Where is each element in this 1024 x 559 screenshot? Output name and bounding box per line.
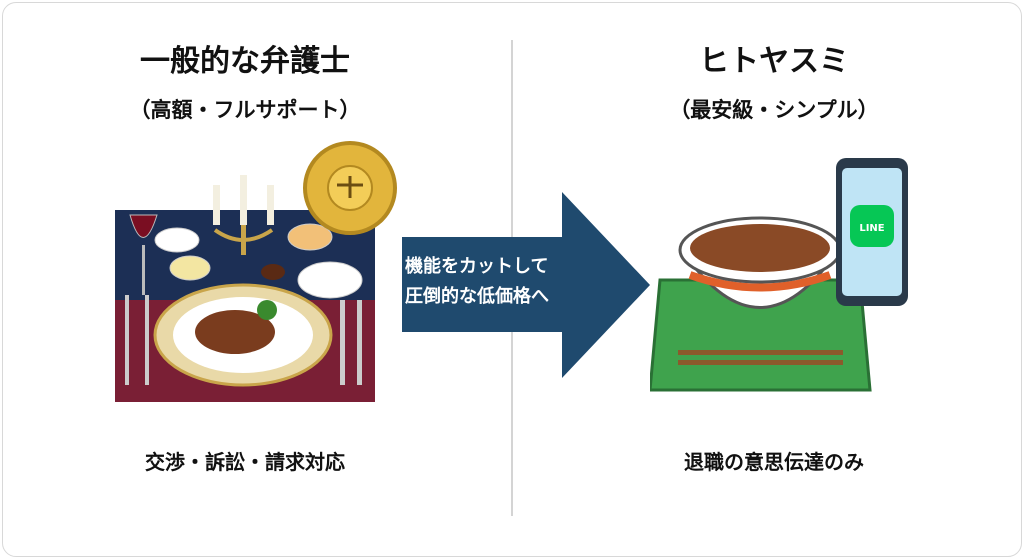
- smartphone-icon: LINE: [836, 158, 908, 306]
- arrow-line-2: 圧倒的な低価格へ: [405, 286, 549, 307]
- arrow-label: 機能をカットして 圧倒的な低価格へ: [405, 252, 615, 312]
- fancy-dinner-illustration: [115, 141, 397, 402]
- line-app-icon: LINE: [859, 223, 884, 234]
- right-title: ヒトヤスミ: [699, 44, 849, 79]
- arrow-line-1: 機能をカットして: [405, 256, 549, 277]
- gyudon-illustration: LINE: [650, 158, 908, 392]
- arrow-shape: [402, 192, 650, 378]
- right-subtitle: （最安級・シンプル）: [669, 98, 879, 122]
- left-title: 一般的な弁護士: [140, 44, 350, 79]
- left-caption: 交渉・訴訟・請求対応: [145, 450, 345, 474]
- left-subtitle: （高額・フルサポート）: [129, 98, 361, 122]
- right-caption: 退職の意思伝達のみ: [684, 450, 864, 474]
- lawyer-badge-icon: [303, 141, 397, 235]
